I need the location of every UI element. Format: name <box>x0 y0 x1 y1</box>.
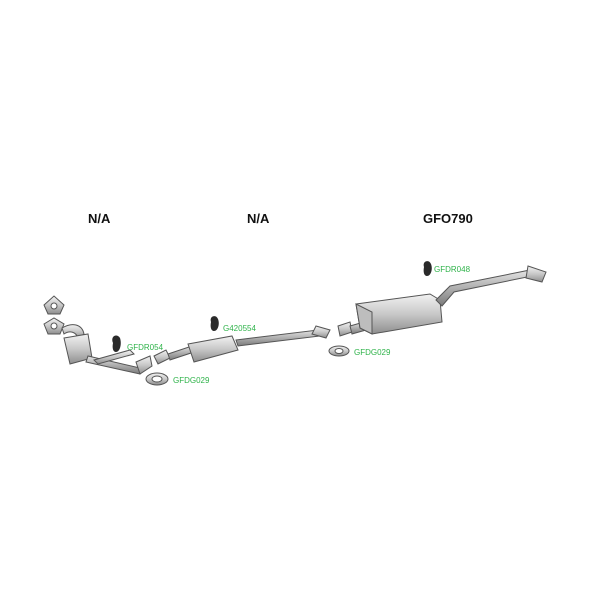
section-label-rear: GFO790 <box>423 211 473 226</box>
middle-gasket-icon[interactable] <box>328 345 350 357</box>
middle-section-pipe[interactable] <box>153 325 331 365</box>
part-code-middle-gasket[interactable]: GFDG029 <box>354 348 391 357</box>
part-code-front-gasket[interactable]: GFDG029 <box>173 376 210 385</box>
section-label-front: N/A <box>88 211 111 226</box>
front-gasket-icon[interactable] <box>145 372 169 386</box>
part-code-rear-mount[interactable]: GFDR048 <box>434 265 471 274</box>
part-code-front-mount[interactable]: GFDR054 <box>127 343 164 352</box>
rear-rubber-mount-icon[interactable] <box>423 261 432 276</box>
rear-section-silencer[interactable] <box>337 265 547 337</box>
part-code-middle-mount[interactable]: G420554 <box>223 324 256 333</box>
front-rubber-mount-icon[interactable] <box>112 335 121 352</box>
middle-rubber-mount-icon[interactable] <box>210 316 219 331</box>
section-label-middle: N/A <box>247 211 270 226</box>
front-section-downpipe[interactable] <box>43 295 153 375</box>
